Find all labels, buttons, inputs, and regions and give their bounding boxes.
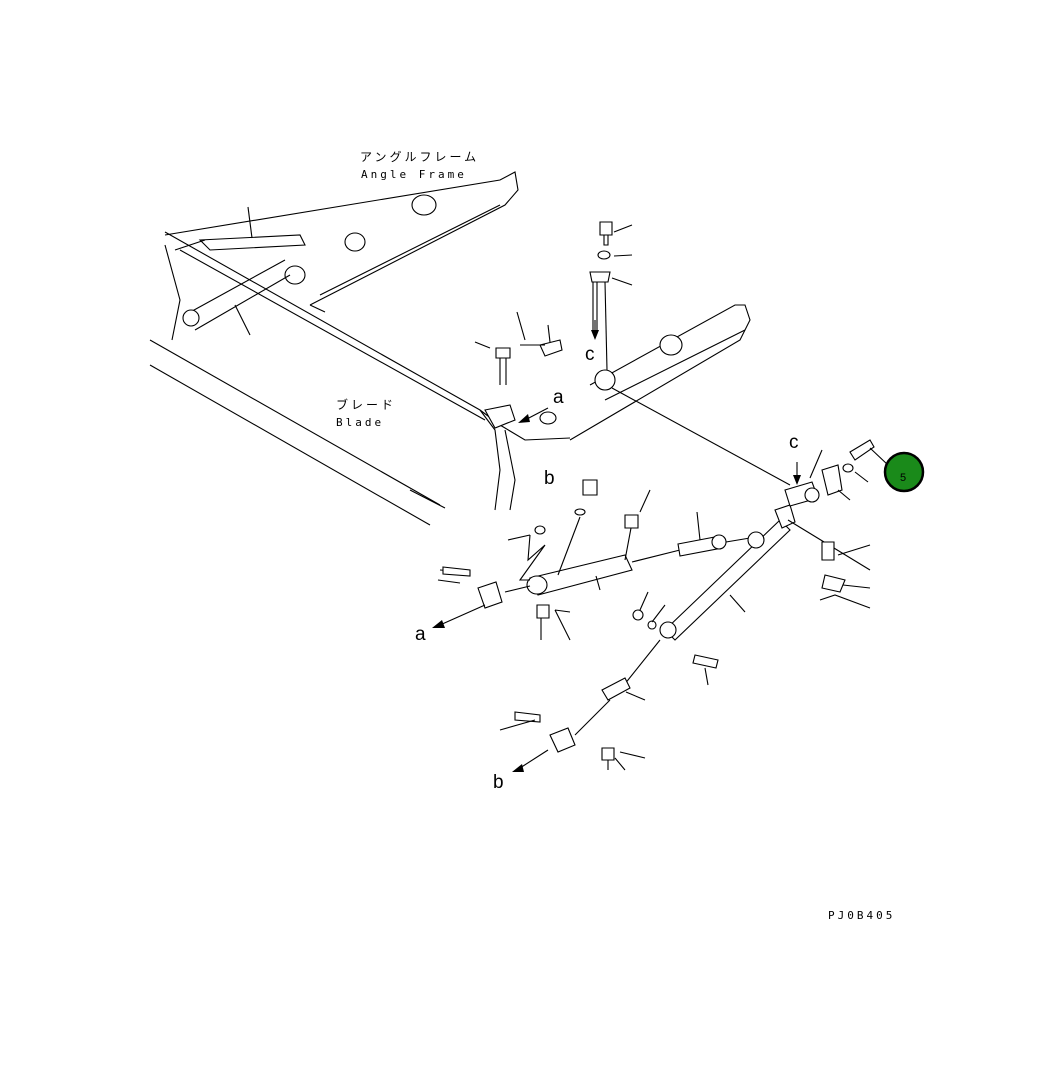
ref-letter-a-bottom: a <box>415 624 426 645</box>
blade-pin-assembly <box>474 311 563 423</box>
ref-letter-c-right: c <box>789 432 799 453</box>
ref-letter-b-bottom: b <box>493 772 504 793</box>
drawing-code: PJ0B405 <box>828 909 895 922</box>
top-pin-assembly <box>589 221 633 371</box>
connecting-rod <box>631 511 751 563</box>
callout-number: 5 <box>900 472 906 484</box>
blade-label-en: Blade <box>336 416 384 429</box>
callout-marker[interactable]: 5 <box>883 451 925 493</box>
angle-frame-label-en: Angle Frame <box>361 168 467 181</box>
angle-frame <box>164 171 519 336</box>
ref-letter-c-top: c <box>585 344 595 365</box>
blade-label-jp: ブレード <box>336 397 396 412</box>
ref-letter-b-top: b <box>544 468 555 489</box>
right-clip-assembly <box>784 439 889 609</box>
ref-letter-a-top: a <box>553 387 564 408</box>
blade <box>149 231 571 526</box>
angle-frame-label-jp: アングルフレーム <box>360 150 479 164</box>
cylinder-a <box>432 479 651 641</box>
right-frame <box>569 304 791 486</box>
cylinder-b <box>499 504 871 772</box>
